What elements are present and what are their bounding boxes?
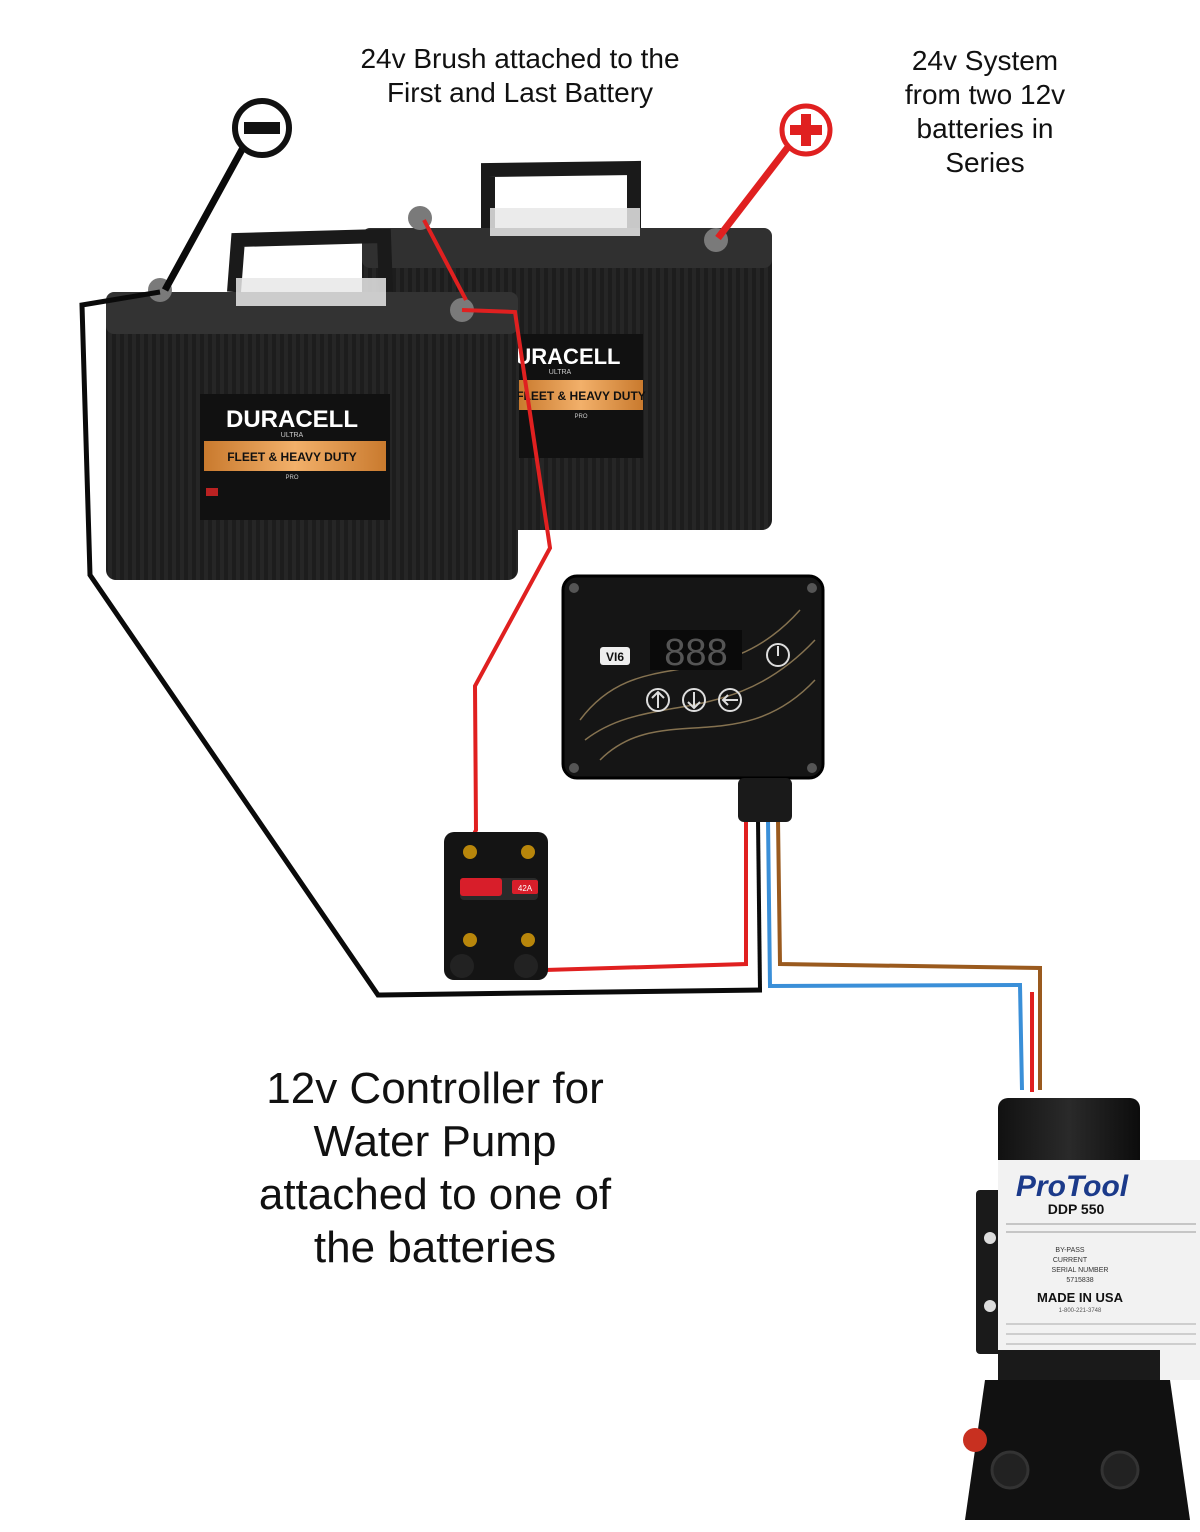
controller-caption-line: Water Pump (313, 1117, 557, 1166)
system-caption-line: from two 12v (904, 79, 1066, 110)
pump-bypass: BY-PASS (1055, 1247, 1085, 1254)
controller-caption: 12v Controller for Water Pump attached t… (225, 1062, 645, 1274)
pump-label (998, 1160, 1200, 1380)
pump-port-inlet (963, 1428, 987, 1452)
battery-back-line: ULTRA (549, 369, 572, 376)
circuit-breaker: 42A (444, 832, 548, 980)
down-arrow-button[interactable] (682, 688, 706, 712)
battery-front: DURACELL ULTRA FLEET & HEAVY DUTY PRO (106, 228, 518, 580)
water-pump: ProTool DDP 550 BY-PASS CURRENT SERIAL N… (963, 1098, 1200, 1520)
controller-logo-badge (600, 647, 630, 665)
system-caption: 24v System from two 12v batteries in Ser… (880, 44, 1090, 180)
breaker-to-controller-wire (544, 820, 748, 972)
battery-back-grade: PRO (574, 414, 587, 420)
cable-gland (738, 778, 792, 822)
controller-caption-line: 12v Controller for (266, 1064, 604, 1113)
power-button[interactable] (766, 643, 790, 667)
controller-housing (561, 574, 825, 780)
pump-head (965, 1380, 1190, 1520)
usa-flag-icon (206, 488, 218, 496)
brush-caption: 24v Brush attached to the First and Last… (330, 42, 710, 110)
pump-brand: ProTool (1016, 1170, 1129, 1203)
battery-back-handle (481, 160, 641, 228)
battery-front-handle (227, 228, 393, 293)
controller-logo: VI6 (606, 650, 624, 664)
pump-blue-wire (766, 819, 1024, 1091)
pump-phone: 1-800-221-3748 (1059, 1308, 1102, 1314)
battery-front-type: FLEET & HEAVY DUTY (227, 450, 357, 464)
controller-negative-wire (79, 289, 763, 998)
negative-terminal-icon (232, 98, 292, 158)
battery-front-grade: PRO (285, 475, 298, 481)
battery-back-type: FLEET & HEAVY DUTY (516, 389, 646, 403)
pump-current: CURRENT (1053, 1257, 1088, 1264)
battery-front-line: ULTRA (281, 432, 304, 439)
brush-caption-line: 24v Brush attached to the (360, 43, 680, 74)
pump-model: DDP 550 (1048, 1201, 1105, 1217)
controller-display: 888 (664, 632, 727, 674)
system-caption-line: Series (945, 147, 1025, 178)
breaker-rating: 42A (518, 884, 533, 893)
pump-brown-wire (776, 819, 1042, 1090)
positive-brush-wire (715, 135, 798, 241)
breaker-reset-lever[interactable] (460, 878, 502, 896)
enter-button[interactable] (718, 688, 742, 712)
up-arrow-button[interactable] (646, 688, 670, 712)
pump-serial: 5715838 (1066, 1277, 1093, 1284)
pump-serial-label: SERIAL NUMBER (1052, 1267, 1109, 1274)
system-caption-line: batteries in (916, 113, 1054, 144)
pump-mount-bracket (976, 1190, 1002, 1354)
pump-origin: MADE IN USA (1037, 1290, 1124, 1305)
controller-display-panel (650, 630, 742, 670)
negative-brush-wire (161, 133, 254, 292)
series-link-wire (422, 219, 468, 301)
controller-ground-wire (756, 819, 762, 991)
controller-caption-line: attached to one of (258, 1170, 612, 1219)
controller-caption-line: the batteries (313, 1223, 557, 1272)
pump-controller: VI6 888 (561, 574, 825, 822)
system-caption-line: 24v System (911, 45, 1059, 76)
brush-caption-line: First and Last Battery (386, 77, 654, 108)
positive-terminal-icon (779, 103, 833, 157)
battery-front-brand: DURACELL (226, 406, 358, 433)
